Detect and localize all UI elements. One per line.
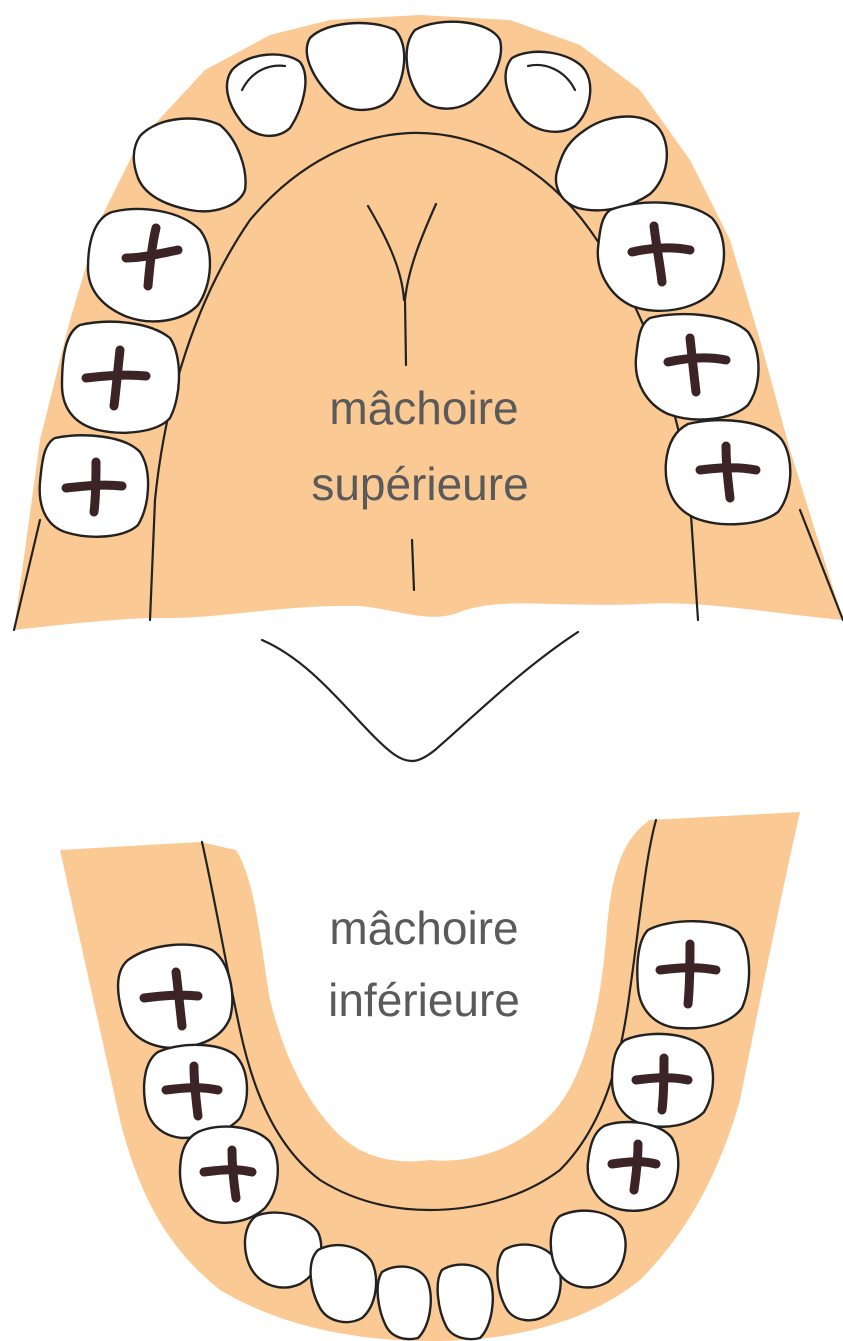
gap-curve (262, 632, 578, 761)
upper-jaw: mâchoire supérieure (14, 15, 843, 630)
upper-jaw-label-line2: supérieure (311, 458, 528, 510)
lower-incisor-central-right (438, 1265, 493, 1340)
lower-jaw: mâchoire inférieure (60, 812, 800, 1341)
upper-jaw-label-line1: mâchoire (329, 382, 518, 434)
lower-incisor-lateral-left (311, 1245, 376, 1322)
lower-jaw-label-line2: inférieure (328, 974, 520, 1026)
lower-canine-right (551, 1211, 626, 1288)
lower-jaw-label-line1: mâchoire (329, 902, 518, 954)
